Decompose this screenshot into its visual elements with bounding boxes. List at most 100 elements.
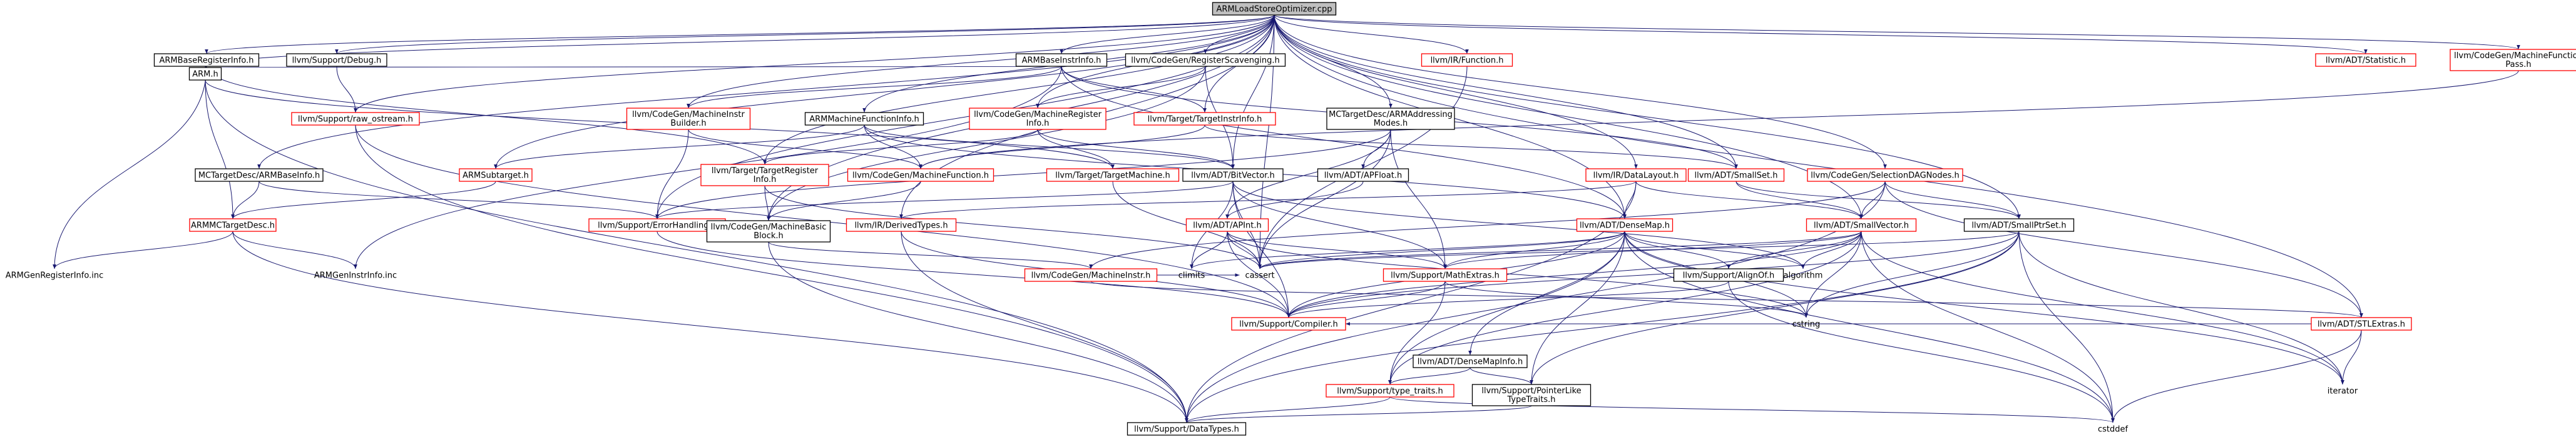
edge-root-to-rawostream xyxy=(354,14,1275,113)
edge-targetinstrinfo-to-machinefunction xyxy=(919,124,1205,169)
edge-densemap-to-densemapinfo xyxy=(1468,231,1625,356)
node-armgenregisterinfo: ARMGenRegisterInfo.inc xyxy=(6,271,103,281)
edge-armbaseinstrinfo-to-densemap xyxy=(1061,66,1627,219)
edge-regscavenging-to-machineregisterinfo xyxy=(1036,66,1206,109)
node-selectiondagnodes[interactable]: llvm/CodeGen/SelectionDAGNodes.h xyxy=(1807,168,1963,182)
edge-mathextras-to-typetraits xyxy=(1388,281,1446,385)
node-typetraits[interactable]: llvm/Support/type_traits.h xyxy=(1326,384,1454,398)
edge-root-to-armbaseinstrinfo xyxy=(1060,14,1275,54)
edge-root-to-smallseth xyxy=(1274,14,1738,169)
node-apint[interactable]: llvm/ADT/APInt.h xyxy=(1185,218,1269,232)
node-datatypes[interactable]: llvm/Support/DataTypes.h xyxy=(1127,422,1247,436)
edge-stlextras-to-iterator xyxy=(2341,329,2362,385)
edge-targetinstrinfo-to-smallseth xyxy=(1204,124,1738,169)
node-datalayout[interactable]: llvm/IR/DataLayout.h xyxy=(1585,168,1687,182)
edge-armh-to-armmctargetdesc xyxy=(205,79,235,219)
edge-targetregisterinfo-to-cassert xyxy=(764,185,1262,269)
edge-root-to-statistic xyxy=(1274,14,2368,54)
node-label: ARMMCTargetDesc.h xyxy=(191,221,275,231)
node-debug[interactable]: llvm/Support/Debug.h xyxy=(286,53,387,67)
node-label: ARMMachineFunctionInfo.h xyxy=(809,115,919,124)
node-label: llvm/ADT/Statistic.h xyxy=(2326,56,2406,66)
node-irfunction[interactable]: llvm/IR/Function.h xyxy=(1421,53,1513,67)
node-label: TypeTraits.h xyxy=(1506,395,1555,404)
node-box xyxy=(706,220,831,243)
edge-smallvector-to-cstring xyxy=(1804,231,1862,318)
node-stlextras[interactable]: llvm/ADT/STLExtras.h xyxy=(2311,317,2412,331)
node-iterator: iterator xyxy=(2328,387,2358,396)
edge-armbaseinstrinfo-to-machineinstrbuilder xyxy=(687,66,1062,109)
node-label: Block.h xyxy=(754,231,784,241)
edge-root-to-machineinstrbuilder xyxy=(687,14,1275,109)
edge-armbaseinfo-to-errorhandling xyxy=(258,181,659,219)
node-densemapinfo[interactable]: llvm/ADT/DenseMapInfo.h xyxy=(1413,354,1528,368)
node-rawostream[interactable]: llvm/Support/raw_ostream.h xyxy=(291,112,420,126)
node-box xyxy=(291,112,420,126)
node-box xyxy=(1212,2,1337,16)
node-armmctargetdesc[interactable]: ARMMCTargetDesc.h xyxy=(189,218,277,232)
node-label: Info.h xyxy=(754,175,777,184)
edge-machinefunctionpass-to-machinefunction xyxy=(919,70,2519,169)
node-derivedtypes[interactable]: llvm/IR/DerivedTypes.h xyxy=(846,218,957,232)
node-compiler[interactable]: llvm/Support/Compiler.h xyxy=(1231,317,1346,331)
edge-apint-to-cstring xyxy=(1227,231,1808,318)
edge-machineregisterinfo-to-targetmachine xyxy=(1037,129,1115,169)
node-armsubtarget[interactable]: ARMSubtarget.h xyxy=(459,168,533,182)
node-alignof[interactable]: llvm/Support/AlignOf.h xyxy=(1673,268,1784,282)
edge-selectiondagnodes-to-stlextras xyxy=(1884,181,2363,318)
node-armmachinefunctioninfo[interactable]: ARMMachineFunctionInfo.h xyxy=(804,112,924,126)
edge-root-to-debug xyxy=(335,14,1275,54)
node-armbaseregisterinfo[interactable]: ARMBaseRegisterInfo.h xyxy=(153,53,260,67)
edge-densemapinfo-to-typetraits xyxy=(1388,367,1471,385)
edge-machineinstrbuilder-to-machinefunction xyxy=(688,129,923,169)
edge-selectiondagnodes-to-machineinstr xyxy=(1089,181,1886,269)
node-regscavenging[interactable]: llvm/CodeGen/RegisterScavenging.h xyxy=(1125,53,1286,67)
node-label: llvm/IR/DerivedTypes.h xyxy=(854,221,948,231)
edges-layer xyxy=(53,14,2520,423)
edge-smallptrset-to-compiler xyxy=(1287,231,2020,318)
node-armh[interactable]: ARM.h xyxy=(188,67,222,81)
edge-root-to-bitvector xyxy=(1231,14,1275,169)
node-box xyxy=(804,112,924,126)
node-armbaseinfo[interactable]: MCTargetDesc/ARMBaseInfo.h xyxy=(195,168,324,182)
node-targetinstrinfo[interactable]: llvm/Target/TargetInstrInfo.h xyxy=(1133,112,1276,126)
node-densemap[interactable]: llvm/ADT/DenseMap.h xyxy=(1576,218,1674,232)
edge-armbaseregisterinfo-to-armgenregisterinfo xyxy=(53,66,207,269)
edge-root-to-stlextras xyxy=(1274,14,2363,318)
node-label: llvm/Support/AlignOf.h xyxy=(1683,271,1775,281)
node-root: ARMLoadStoreOptimizer.cpp xyxy=(1212,2,1337,16)
node-box xyxy=(1687,168,1785,182)
node-box xyxy=(286,53,387,67)
node-bitvector[interactable]: llvm/ADT/BitVector.h xyxy=(1182,168,1284,182)
node-targetmachine[interactable]: llvm/Target/TargetMachine.h xyxy=(1046,168,1180,182)
edge-root-to-armsubtarget xyxy=(494,14,1275,169)
node-machinefunction[interactable]: llvm/CodeGen/MachineFunction.h xyxy=(847,168,994,182)
edge-machinefunction-to-machinebasicblock xyxy=(767,181,921,221)
node-errorhandling[interactable]: llvm/Support/ErrorHandling.h xyxy=(588,218,726,232)
node-smallvector[interactable]: llvm/ADT/SmallVector.h xyxy=(1806,218,1917,232)
node-statistic[interactable]: llvm/ADT/Statistic.h xyxy=(2315,53,2416,67)
edge-armbaseinfo-to-armmctargetdesc xyxy=(231,181,260,219)
node-box xyxy=(188,67,222,81)
node-label: llvm/Support/Compiler.h xyxy=(1239,320,1337,329)
edge-armaddressingmodes-to-cassert xyxy=(1258,129,1391,269)
node-mathextras[interactable]: llvm/Support/MathExtras.h xyxy=(1383,268,1508,282)
edge-datalayout-to-smallvector xyxy=(1635,181,1863,219)
node-smallseth[interactable]: llvm/ADT/SmallSet.h xyxy=(1687,168,1785,182)
node-machineinstr[interactable]: llvm/CodeGen/MachineInstr.h xyxy=(1024,268,1158,282)
edge-armaddressingmodes-to-mathextras xyxy=(1390,129,1447,269)
node-label: cstring xyxy=(1792,320,1820,329)
node-apfloat[interactable]: llvm/ADT/APFloat.h xyxy=(1317,168,1409,182)
edge-densemap-to-pointerliketypetraits xyxy=(1530,231,1625,385)
node-smallptrset[interactable]: llvm/ADT/SmallPtrSet.h xyxy=(1963,218,2075,232)
node-armgeninstrinfo: ARMGenInstrInfo.inc xyxy=(314,271,397,281)
edge-smallvector-to-cstddef xyxy=(1861,231,2115,423)
node-armbaseinstrinfo[interactable]: ARMBaseInstrInfo.h xyxy=(1015,53,1108,67)
